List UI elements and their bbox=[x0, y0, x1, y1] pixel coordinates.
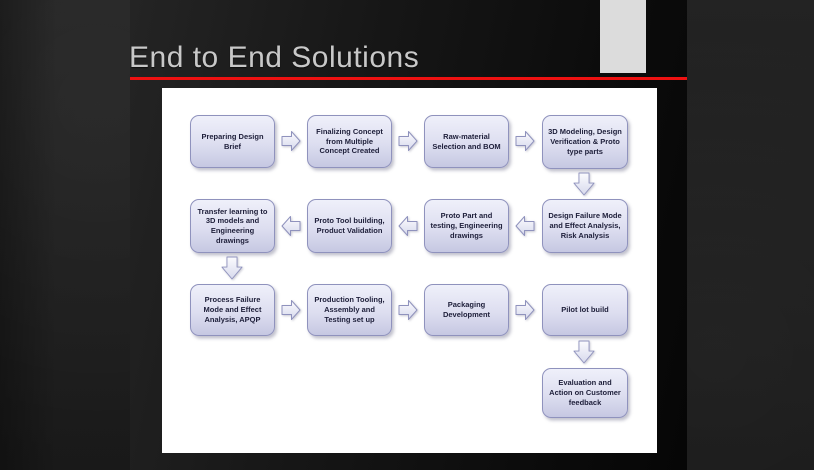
block-arrow-down-icon bbox=[573, 340, 595, 364]
block-arrow-right-icon bbox=[281, 299, 301, 321]
flowchart-canvas: Preparing Design Brief Finalizing Concep… bbox=[162, 88, 657, 453]
flow-step-finalizing-concept: Finalizing Concept from Multiple Concept… bbox=[307, 115, 392, 168]
block-arrow-left-icon bbox=[515, 215, 535, 237]
block-arrow-right-icon bbox=[515, 299, 535, 321]
block-arrow-right-icon bbox=[398, 299, 418, 321]
flow-step-process-fmea: Process Failure Mode and Effect Analysis… bbox=[190, 284, 275, 336]
flow-step-label: Preparing Design Brief bbox=[201, 131, 264, 151]
flow-step-raw-material-bom: Raw-material Selection and BOM bbox=[424, 115, 509, 168]
block-arrow-down-icon bbox=[221, 256, 243, 280]
flow-step-label: Evaluation and Action on Customer feedba… bbox=[549, 378, 621, 407]
flow-step-label: Transfer learning to 3D models and Engin… bbox=[197, 206, 268, 245]
flow-step-production-tooling: Production Tooling, Assembly and Testing… bbox=[307, 284, 392, 336]
flow-step-transfer-learning: Transfer learning to 3D models and Engin… bbox=[190, 199, 275, 253]
block-arrow-right-icon bbox=[515, 130, 535, 152]
flow-step-label: Pilot lot build bbox=[561, 305, 609, 315]
flow-step-3d-modeling: 3D Modeling, Design Verification & Proto… bbox=[542, 115, 628, 169]
slide-corner-tab bbox=[600, 0, 646, 73]
flow-step-preparing-design-brief: Preparing Design Brief bbox=[190, 115, 275, 168]
slide-title: End to End Solutions bbox=[129, 41, 420, 74]
flow-step-label: Production Tooling, Assembly and Testing… bbox=[314, 295, 385, 324]
flow-step-label: Raw-material Selection and BOM bbox=[432, 131, 501, 151]
flow-step-proto-tool-building: Proto Tool building, Product Validation bbox=[307, 199, 392, 253]
flow-step-packaging-development: Packaging Development bbox=[424, 284, 509, 336]
block-arrow-down-icon bbox=[573, 172, 595, 196]
flow-step-design-fmea: Design Failure Mode and Effect Analysis,… bbox=[542, 199, 628, 253]
flow-step-label: Finalizing Concept from Multiple Concept… bbox=[316, 126, 383, 156]
block-arrow-left-icon bbox=[398, 215, 418, 237]
flow-step-evaluation-feedback: Evaluation and Action on Customer feedba… bbox=[542, 368, 628, 418]
title-underline-accent bbox=[130, 77, 687, 80]
flow-step-label: Proto Part and testing, Engineering draw… bbox=[430, 211, 503, 240]
flow-step-label: Packaging Development bbox=[442, 300, 491, 319]
flow-step-label: Proto Tool building, Product Validation bbox=[314, 216, 385, 235]
flow-step-label: Process Failure Mode and Effect Analysis… bbox=[203, 295, 262, 324]
block-arrow-left-icon bbox=[281, 215, 301, 237]
flow-step-label: Design Failure Mode and Effect Analysis,… bbox=[548, 211, 622, 240]
flow-step-label: 3D Modeling, Design Verification & Proto… bbox=[548, 127, 622, 156]
block-arrow-right-icon bbox=[281, 130, 301, 152]
flow-step-proto-part-testing: Proto Part and testing, Engineering draw… bbox=[424, 199, 509, 253]
block-arrow-right-icon bbox=[398, 130, 418, 152]
flow-step-pilot-lot-build: Pilot lot build bbox=[542, 284, 628, 336]
